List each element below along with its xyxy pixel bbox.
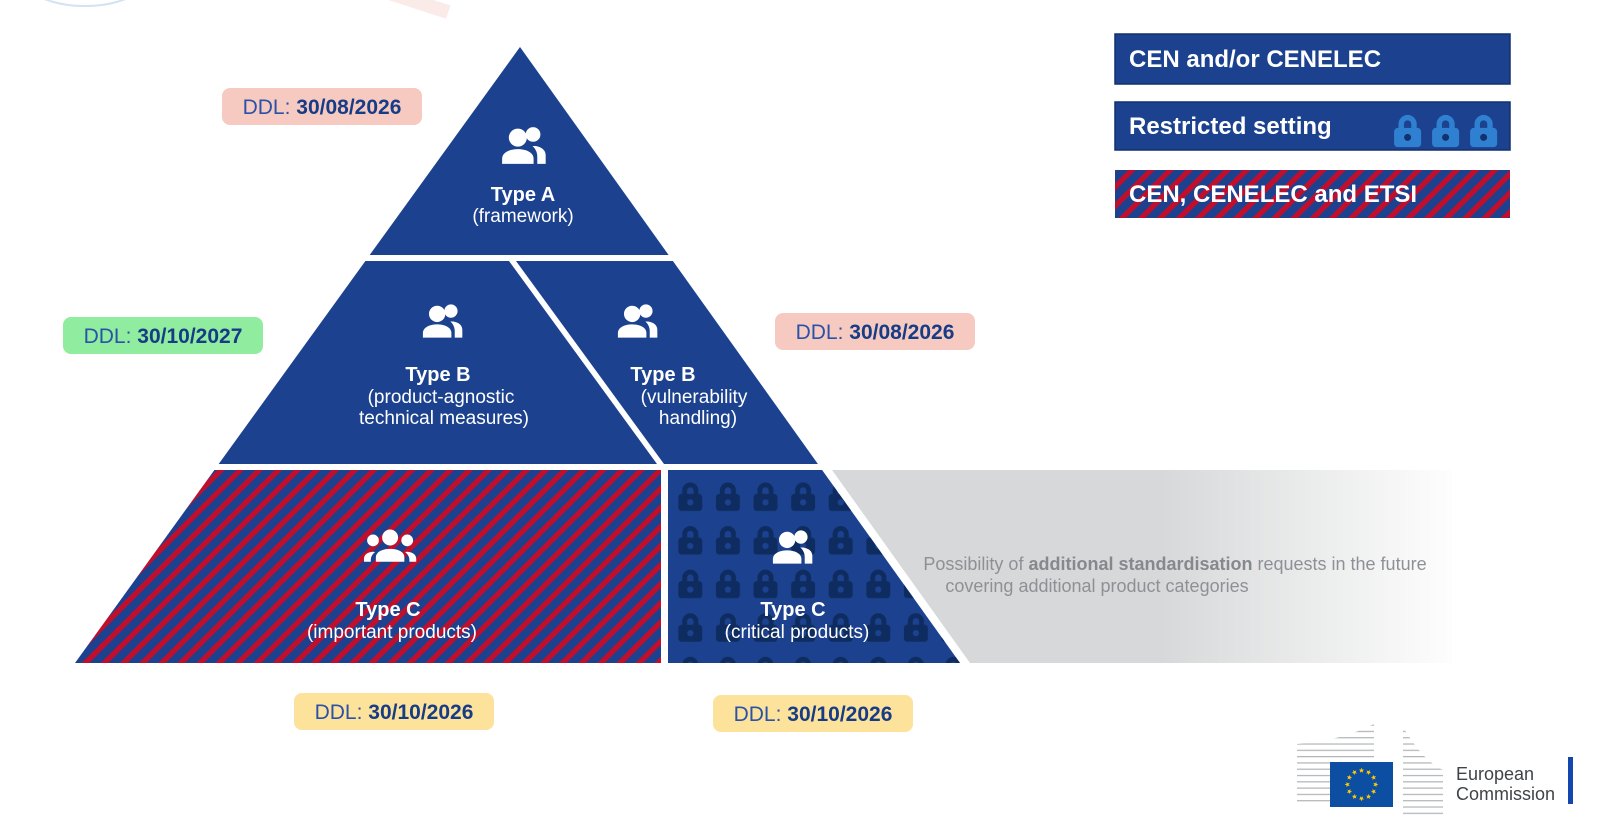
ddl-text: DDL: 30/10/2026 [315,701,474,724]
ddl-prefix: DDL: [315,701,369,724]
ddl-text: DDL: 30/10/2026 [734,703,893,726]
ec-logo-text-line1: European [1456,764,1534,784]
legend-item-restricted-setting: Restricted setting [1114,101,1511,151]
legend-swatch-hatched [1115,170,1510,218]
type-c-important-subtitle: (important products) [307,622,477,643]
ddl-date: 30/10/2026 [787,703,892,726]
ddl-date: 30/08/2026 [849,321,954,344]
ddl-prefix: DDL: [734,703,788,726]
type-b-right-section [516,261,818,464]
future-requests-band: Possibility of additional standardisatio… [832,470,1452,663]
type-b-right-title: Type B [630,364,695,386]
ddl-date: 30/10/2027 [137,325,242,348]
type-c-critical-title: Type C [760,599,825,621]
decor-ellipse [44,0,126,7]
ec-logo-bar [1568,757,1573,804]
ddl-label-type-c-critical: DDL: 30/10/2026 [713,695,913,732]
type-a-subtitle: (framework) [472,206,573,227]
ddl-pill [775,313,975,350]
ddl-label-type-b-right: DDL: 30/08/2026 [775,313,975,350]
ddl-pill [222,88,422,125]
type-c-critical-content: Type C (critical products) [725,530,870,643]
type-b-left-section [218,261,657,464]
type-b-right-subtitle-2: handling) [659,408,737,429]
ddl-pill [294,693,494,730]
ddl-label-type-c-important: DDL: 30/10/2026 [294,693,494,730]
ec-logo-text-line2: Commission [1456,784,1555,804]
ddl-prefix: DDL: [84,325,138,348]
lock-icon [1432,114,1460,148]
type-c-important-content: Type C (important products) [307,529,477,643]
future-requests-line2: covering additional product categories [945,576,1248,596]
legend-label: Restricted setting [1129,113,1332,140]
pyramid: Type A (framework) Type B (product-agnos… [75,47,960,663]
lock-icon [1470,114,1498,148]
decor-wisp [377,0,451,19]
type-b-right-subtitle-1: (vulnerability [641,387,748,408]
ec-logo-lines-right [1403,727,1443,816]
note-part2: requests in the future [1252,554,1426,574]
ddl-prefix: DDL: [796,321,850,344]
legend-label: CEN, CENELEC and ETSI [1129,181,1417,208]
type-c-important-section [75,470,661,663]
type-b-left-subtitle-2: technical measures) [359,408,529,429]
ddl-date: 30/08/2026 [296,96,401,119]
type-a-content: Type A (framework) [472,127,574,227]
ddl-pill [713,695,913,732]
type-b-right-content: Type B (vulnerability handling) [617,304,748,429]
lock-icon [1394,114,1422,148]
type-c-critical-lock-pattern [668,470,960,663]
future-requests-area [832,470,1452,663]
type-b-left-subtitle-1: (product-agnostic [368,387,515,408]
ddl-prefix: DDL: [243,96,297,119]
legend: CEN and/or CENELEC Restricted setting CE… [1114,33,1511,218]
european-commission-logo: European Commission [1297,724,1573,816]
note-bold: additional standardisation [1028,554,1252,574]
ddl-text: DDL: 30/08/2026 [796,321,955,344]
ddl-text: DDL: 30/10/2027 [84,325,243,348]
ddl-label-type-b-left: DDL: 30/10/2027 [63,317,263,354]
type-c-critical-subtitle: (critical products) [725,622,870,643]
type-a-title: Type A [491,184,555,206]
type-c-important-title: Type C [355,599,420,621]
ddl-label-type-a: DDL: 30/08/2026 [222,88,422,125]
legend-swatch-solid [1114,33,1511,85]
ddl-pill [63,317,263,354]
future-requests-line1: Possibility of additional standardisatio… [923,554,1426,574]
legend-item-cen-cenelec: CEN and/or CENELEC [1114,33,1511,85]
note-part1: Possibility of [923,554,1028,574]
type-b-left-content: Type B (product-agnostic technical measu… [359,304,529,429]
ddl-date: 30/10/2026 [368,701,473,724]
ddl-text: DDL: 30/08/2026 [243,96,402,119]
legend-label: CEN and/or CENELEC [1129,46,1381,73]
legend-item-cen-cenelec-etsi: CEN, CENELEC and ETSI [1115,170,1510,218]
type-b-left-title: Type B [405,364,470,386]
